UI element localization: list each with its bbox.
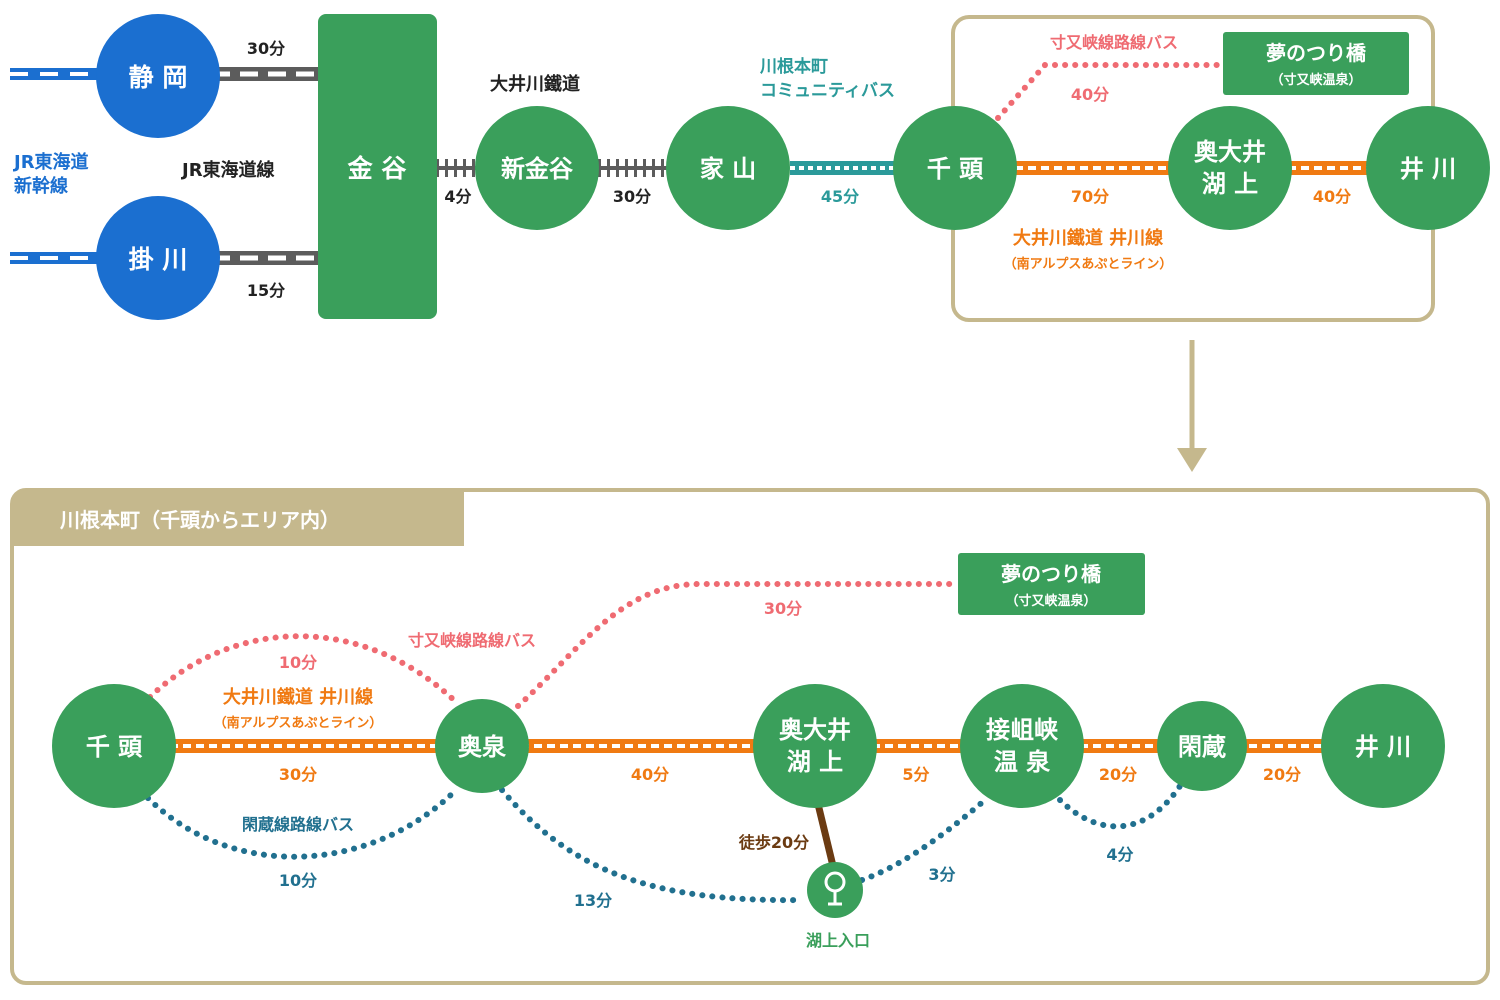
station-sessokyo-label-2: 温 泉: [994, 748, 1051, 776]
yume-bottom-label-1: 夢のつり橋: [1001, 562, 1102, 586]
station-kanzo-label: 閑蔵: [1178, 733, 1226, 761]
kawanehon-area-frame: [10, 488, 1490, 985]
station-ieyama-label: 家 山: [700, 155, 756, 183]
time-senzu-yume: 40分: [1071, 85, 1109, 104]
station-okuoi-bottom[interactable]: 奥大井 湖 上: [753, 684, 877, 808]
ikawa-line-label-bottom-1: 大井川鐵道 井川線: [223, 686, 373, 708]
kanzo-bus-label: 閑蔵線路線バス: [242, 815, 354, 834]
bus-stop-kojo-iriguchi-label: 湖上入口: [806, 931, 870, 950]
yume-no-tsuribashi-bottom[interactable]: 夢のつり橋 （寸又峡温泉）: [958, 553, 1145, 615]
station-shizuoka[interactable]: 静 岡: [96, 14, 220, 138]
station-okuoi-bottom-label-1: 奥大井: [779, 716, 851, 744]
station-ikawa-top[interactable]: 井 川: [1366, 106, 1490, 230]
kanzo-bus-route-iriguchi-sessokyo: [859, 797, 988, 883]
station-okuoi-bottom-label-2: 湖 上: [787, 748, 843, 776]
walk-path: [814, 803, 837, 867]
time-sessokyo-kanzo: 20分: [1099, 765, 1137, 784]
walk-label: 徒歩20分: [738, 833, 809, 852]
ikawa-line-label-bottom-2: （南アルプスあぷとライン）: [214, 715, 383, 731]
time-kakegawa-kanaya: 15分: [247, 281, 285, 300]
time-shizuoka-kanaya: 30分: [247, 39, 285, 58]
shinkansen-label-2: 新幹線: [14, 175, 68, 197]
sumata-bus-label-bottom: 寸又峡線路線バス: [408, 631, 536, 650]
station-ieyama[interactable]: 家 山: [666, 106, 790, 230]
station-okuoi-top-label-1: 奥大井: [1194, 138, 1266, 166]
ikawa-line-label-top-1: 大井川鐵道 井川線: [1013, 227, 1163, 249]
time-senzu-okuizumi-rail: 30分: [279, 765, 317, 784]
community-bus-label-2: コミュニティバス: [760, 81, 895, 101]
station-senzu-bottom-label: 千 頭: [86, 733, 143, 761]
station-senzu-bottom[interactable]: 千 頭: [52, 684, 176, 808]
station-kanaya-label: 金 谷: [347, 154, 408, 183]
sumata-bus-route-top: [995, 62, 1228, 121]
bus-stop-icon: [824, 871, 846, 906]
station-ikawa-bottom[interactable]: 井 川: [1321, 684, 1445, 808]
time-shinkanaya-ieyama: 30分: [613, 187, 651, 206]
yume-bottom-label-2: （寸又峡温泉）: [1005, 593, 1096, 609]
time-sessokyo-kanzo-bus: 4分: [1106, 845, 1133, 864]
ikawa-line-label-top-2: （南アルプスあぷとライン）: [1004, 256, 1173, 272]
tokaido-line: [212, 67, 320, 265]
tokaido-label: JR東海道線: [180, 159, 275, 181]
station-sessokyo-label-1: 接岨峡: [986, 716, 1058, 744]
station-senzu-top[interactable]: 千 頭: [893, 106, 1017, 230]
sumata-bus-route-yume: [515, 581, 961, 709]
time-okuizumi-yume: 30分: [764, 599, 802, 618]
station-okuoi-top[interactable]: 奥大井 湖 上: [1168, 106, 1292, 230]
yume-no-tsuribashi-top[interactable]: 夢のつり橋 （寸又峡温泉）: [1223, 32, 1409, 95]
station-kakegawa-label: 掛 川: [129, 245, 188, 274]
station-kanaya[interactable]: 金 谷: [318, 14, 437, 319]
station-shinkanaya-label: 新金谷: [501, 155, 574, 183]
down-arrow-icon: [1177, 340, 1207, 472]
station-ikawa-bottom-label: 井 川: [1355, 733, 1411, 761]
yume-top-label-2: （寸又峡温泉）: [1270, 72, 1361, 88]
sumata-bus-label-top: 寸又峡線路線バス: [1050, 33, 1178, 52]
oigawa-label: 大井川鐵道: [490, 73, 580, 95]
station-shinkanaya[interactable]: 新金谷: [475, 106, 599, 230]
time-kanaya-shinkanaya: 4分: [444, 187, 471, 206]
station-ikawa-top-label: 井 川: [1400, 155, 1456, 183]
yume-top-label-1: 夢のつり橋: [1266, 41, 1367, 65]
time-senzu-okuizumi-pink: 10分: [279, 653, 317, 672]
station-shizuoka-label: 静 岡: [129, 63, 188, 92]
time-iriguchi-sessokyo: 3分: [928, 865, 955, 884]
shinkansen-label-1: JR東海道: [12, 151, 89, 173]
station-kanzo[interactable]: 閑蔵: [1157, 701, 1247, 791]
station-okuizumi[interactable]: 奥泉: [435, 699, 529, 793]
kanzo-bus-arc-sessokyo-kanzo: [1057, 783, 1183, 830]
station-sessokyo[interactable]: 接岨峡 温 泉: [960, 684, 1084, 808]
time-okuoi-sessokyo: 5分: [902, 765, 929, 784]
station-okuoi-top-label-2: 湖 上: [1202, 170, 1258, 198]
community-bus-label-1: 川根本町: [759, 56, 828, 77]
time-okuizumi-iriguchi: 13分: [574, 891, 612, 910]
shinkansen-line: [10, 68, 100, 264]
time-okuizumi-okuoi: 40分: [631, 765, 669, 784]
kanzo-bus-arc-senzu-okuizumi: [145, 787, 459, 860]
station-kakegawa[interactable]: 掛 川: [96, 196, 220, 320]
area-title-tab: [12, 490, 464, 546]
time-senzu-okuoi: 70分: [1071, 187, 1109, 206]
time-okuoi-ikawa: 40分: [1313, 187, 1351, 206]
sumata-bus-arc-senzu-okuizumi: [147, 633, 460, 706]
bus-stop-kojo-iriguchi[interactable]: [807, 862, 863, 918]
time-ieyama-senzu: 45分: [821, 187, 859, 206]
station-okuizumi-label: 奥泉: [458, 733, 507, 761]
kanzo-bus-route-okuizumi-iriguchi: [499, 787, 803, 904]
time-senzu-okuizumi-navy: 10分: [279, 871, 317, 890]
time-kanzo-ikawa: 20分: [1263, 765, 1301, 784]
area-title: 川根本町（千頭からエリア内）: [59, 508, 340, 532]
station-senzu-top-label: 千 頭: [927, 155, 984, 183]
